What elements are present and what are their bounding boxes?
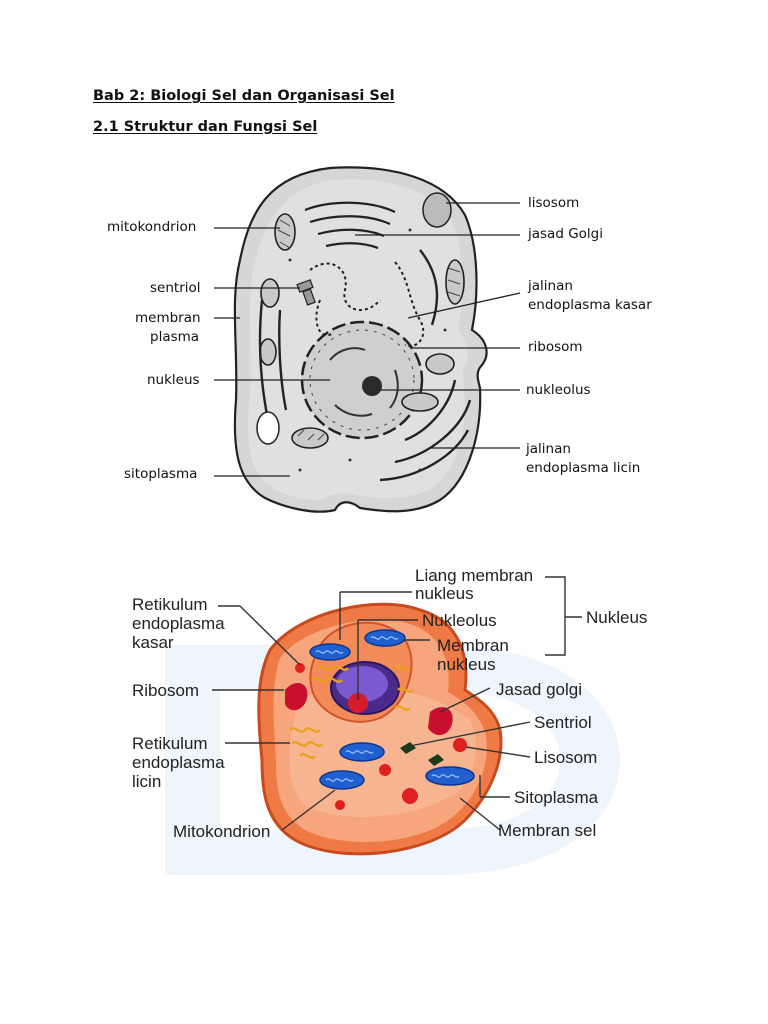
label-ribosom: ribosom [528,339,583,355]
nucleus-shape [300,320,424,440]
label-liang-membran-line2: nukleus [415,584,474,603]
label-nukleus: Nukleus [586,608,647,627]
label-membran-plasma-line1: membran [135,310,201,326]
label-jalinan-kasar-line2: endoplasma kasar [528,297,652,313]
watermark-logo [165,645,620,875]
animal-cell-line-diagram: lisosom mitokondrion jasad Golgi sentrio… [107,166,652,513]
label-jasad-golgi: Jasad golgi [496,680,582,699]
label-sentriol: sentriol [150,280,201,296]
label-jalinan-licin-line2: endoplasma licin [526,460,640,476]
label-jasad-golgi: jasad Golgi [527,226,603,242]
label-sitoplasma: Sitoplasma [514,788,599,807]
label-liang-membran-line1: Liang membran [415,566,533,585]
mitochondria-3d [309,629,475,790]
label-jalinan-licin-line1: jalinan [525,441,571,457]
label-mitokondrion: mitokondrion [107,219,196,235]
label-retikulum-licin-line1: Retikulum [132,734,208,753]
centriole-shape [296,279,316,306]
label-jalinan-kasar-line1: jalinan [527,278,573,294]
lysosome-shape [422,192,452,228]
label-membran-nukleus-line1: Membran [437,636,509,655]
label-retikulum-kasar-line2: endoplasma [132,614,225,633]
label-mitokondrion: Mitokondrion [173,822,270,841]
nucleolus-shape [362,376,382,396]
golgi-3d [285,683,453,736]
label-lisosom: Lisosom [534,748,597,767]
label-nukleus: nukleus [147,372,200,388]
label-nukleolus: nukleolus [526,382,591,398]
label-retikulum-kasar-line3: kasar [132,633,174,652]
lysosomes-3d [295,663,467,810]
label-retikulum-licin-line3: licin [132,772,161,791]
animal-cell-3d-diagram: Liang membran nukleus Retikulum endoplas… [132,566,647,875]
section-title: 2.1 Struktur dan Fungsi Sel [93,119,318,135]
label-ribosom: Ribosom [132,681,199,700]
rough-er-3d [289,665,414,759]
label-membran-plasma-line2: plasma [150,329,199,345]
label-nukleolus: Nukleolus [422,611,497,630]
label-sitoplasma: sitoplasma [124,466,197,482]
nucleolus-3d [348,693,368,713]
chapter-title: Bab 2: Biologi Sel dan Organisasi Sel [93,88,395,104]
label-retikulum-licin-line2: endoplasma [132,753,225,772]
label-membran-sel: Membran sel [498,821,596,840]
label-sentriol: Sentriol [534,713,592,732]
rough-er-shape [309,261,425,348]
label-membran-nukleus-line2: nukleus [437,655,496,674]
label-retikulum-kasar-line1: Retikulum [132,595,208,614]
golgi-shape [304,201,396,250]
smooth-er-shape [258,249,472,482]
label-lisosom: lisosom [528,195,579,211]
